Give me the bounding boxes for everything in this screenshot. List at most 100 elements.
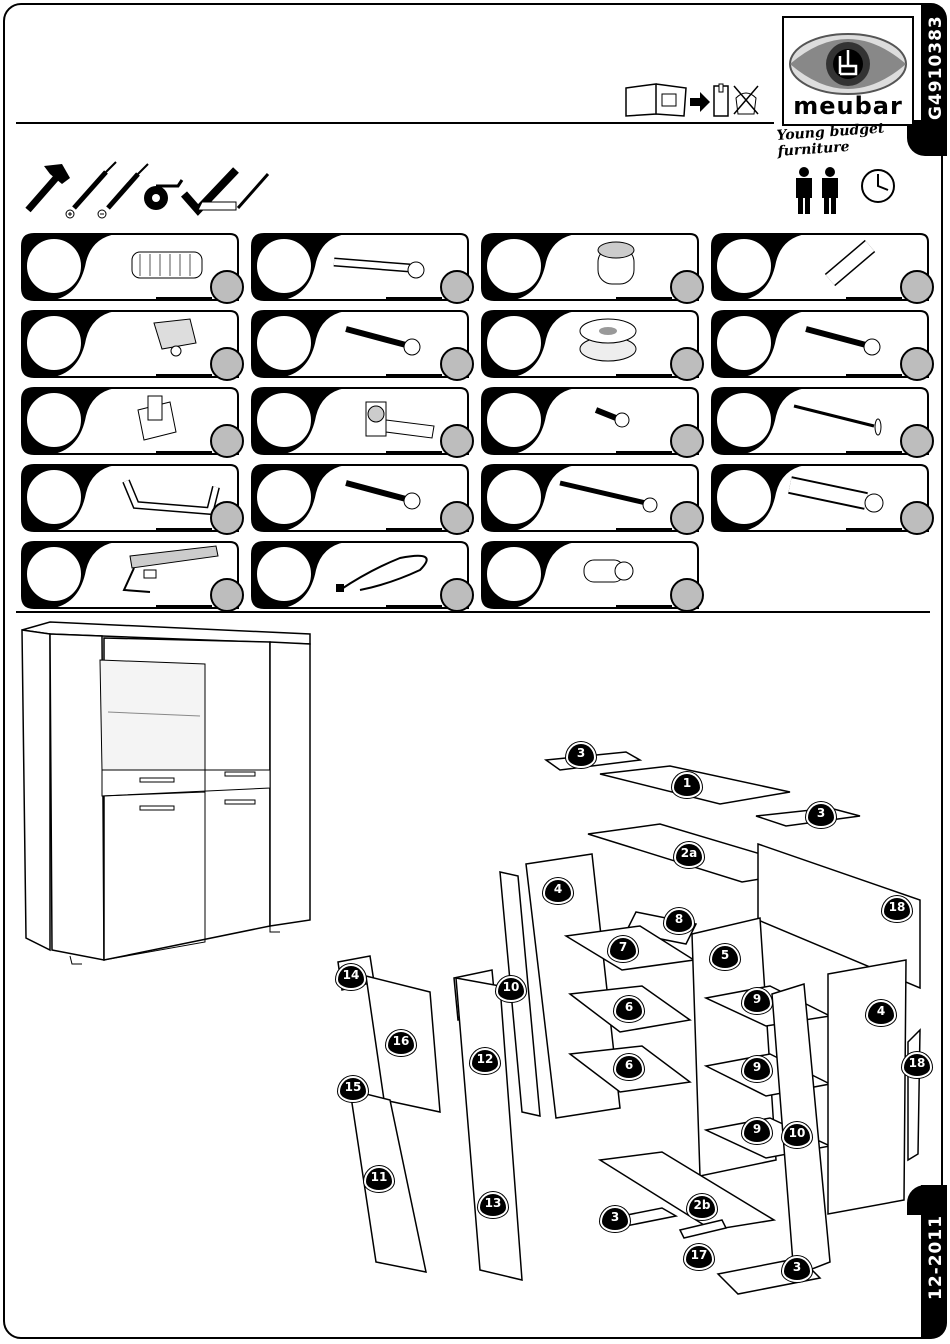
panel-tag-label: 8	[666, 912, 692, 926]
panel-tag-18: 18	[902, 1052, 932, 1078]
instructions-keep-icon	[622, 80, 772, 120]
panel-tag-label: 4	[545, 882, 571, 896]
hammer-icon	[28, 164, 70, 210]
panel-tag-6: 6	[614, 996, 644, 1022]
part-card-dowel	[20, 232, 242, 302]
assembled-cabinet-drawing	[20, 620, 320, 980]
panel-tag-9: 9	[742, 1056, 772, 1082]
panel-tag-label: 13	[480, 1196, 506, 1210]
part-card-cable	[250, 540, 472, 610]
panel-tag-10: 10	[496, 976, 526, 1002]
panel-tag-label: 9	[744, 1122, 770, 1136]
part-card-screw-c	[480, 386, 702, 456]
tools-row	[22, 158, 282, 220]
panel-tag-3: 3	[782, 1256, 812, 1282]
quantity-circle	[900, 501, 934, 535]
quantity-circle	[440, 578, 474, 612]
part-card-hinge	[250, 386, 472, 456]
quantity-line	[386, 297, 442, 299]
brand-logo: meubar	[782, 16, 914, 126]
panel-tag-label: 2b	[689, 1198, 715, 1212]
square-ruler-icon	[184, 170, 236, 210]
panel-tag-16: 16	[386, 1030, 416, 1056]
quantity-line	[846, 297, 902, 299]
exploded-assembly-view	[330, 730, 930, 1330]
panel-tag-label: 7	[610, 940, 636, 954]
quantity-line	[156, 605, 212, 607]
quantity-line	[616, 297, 672, 299]
panel-tag-label: 18	[904, 1056, 930, 1070]
quantity-circle	[670, 347, 704, 381]
part-card-light	[20, 540, 242, 610]
quantity-line	[156, 528, 212, 530]
quantity-line	[616, 605, 672, 607]
panel-tag-2a: 2a	[674, 842, 704, 868]
panel-tag-14: 14	[336, 964, 366, 990]
panel-tag-4: 4	[866, 1000, 896, 1026]
panel-tag-label: 3	[784, 1260, 810, 1274]
panel-tag-1: 1	[672, 772, 702, 798]
part-card-nail	[710, 386, 932, 456]
panel-tag-label: 12	[472, 1052, 498, 1066]
quantity-circle	[900, 424, 934, 458]
quantity-circle	[670, 501, 704, 535]
quantity-circle	[210, 424, 244, 458]
panel-tag-6: 6	[614, 1054, 644, 1080]
quantity-circle	[440, 347, 474, 381]
quantity-line	[386, 451, 442, 453]
quantity-circle	[210, 347, 244, 381]
panel-tag-7: 7	[608, 936, 638, 962]
panel-tag-5: 5	[710, 944, 740, 970]
panel-tag-label: 18	[884, 900, 910, 914]
panel-tag-label: 4	[868, 1004, 894, 1018]
part-card-shelf-support	[20, 309, 242, 379]
part-card-screw-e	[480, 463, 702, 533]
quantity-circle	[670, 424, 704, 458]
panel-tag-9: 9	[742, 988, 772, 1014]
tape-measure-icon	[144, 180, 182, 210]
panel-tag-15: 15	[338, 1076, 368, 1102]
pencil-icon	[238, 174, 268, 208]
panel-tag-11: 11	[364, 1166, 394, 1192]
quantity-line	[386, 528, 442, 530]
quantity-line	[846, 451, 902, 453]
panel-tag-label: 3	[602, 1210, 628, 1224]
quantity-circle	[900, 347, 934, 381]
sleeve-icon	[584, 560, 633, 582]
panel-tag-4: 4	[543, 878, 573, 904]
panel-tag-label: 9	[744, 1060, 770, 1074]
panel-tag-label: 10	[784, 1126, 810, 1140]
quantity-line	[156, 451, 212, 453]
panel-tag-13: 13	[478, 1192, 508, 1218]
part-card-connector	[710, 232, 932, 302]
parts-divider	[16, 611, 930, 613]
panel-tag-10: 10	[782, 1122, 812, 1148]
quantity-circle	[670, 270, 704, 304]
panel-tag-label: 3	[808, 806, 834, 820]
panel-tag-label: 15	[340, 1080, 366, 1094]
panel-tag-8: 8	[664, 908, 694, 934]
quantity-circle	[440, 270, 474, 304]
panel-tag-3: 3	[600, 1206, 630, 1232]
person-icon	[796, 167, 812, 214]
quantity-line	[386, 605, 442, 607]
part-card-screw-b	[710, 309, 932, 379]
panel-tag-label: 9	[744, 992, 770, 1006]
quantity-circle	[210, 578, 244, 612]
quantity-line	[846, 528, 902, 530]
panel-tag-3: 3	[806, 802, 836, 828]
quantity-line	[386, 374, 442, 376]
quantity-line	[616, 528, 672, 530]
quantity-line	[846, 374, 902, 376]
panel-tag-label: 2a	[676, 846, 702, 860]
quantity-circle	[670, 578, 704, 612]
quantity-circle	[210, 501, 244, 535]
quantity-line	[156, 374, 212, 376]
panel-tag-label: 17	[686, 1248, 712, 1262]
part-card-cam-lock	[480, 232, 702, 302]
quantity-line	[616, 374, 672, 376]
quantity-line	[616, 451, 672, 453]
brand-name: meubar	[784, 92, 912, 120]
part-card-plug	[710, 463, 932, 533]
people-time-row	[792, 166, 902, 218]
